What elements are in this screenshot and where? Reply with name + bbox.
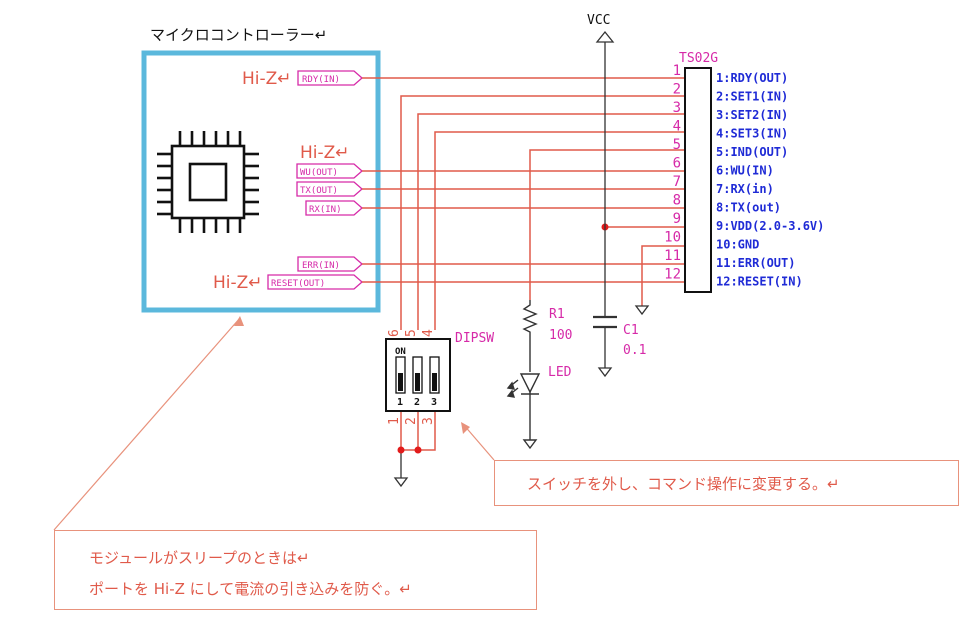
ts02g-pin-number: 1: [673, 63, 681, 79]
dipsw-switch-number: 1: [397, 397, 403, 408]
hiz-label-reset: Hi-Z↵: [213, 273, 263, 293]
ts02g-pin-number: 10: [664, 230, 681, 246]
dipsw-switch-number: 2: [414, 397, 420, 408]
ts02g-pins: 1 1:RDY(OUT) 2 2:SET1(IN) 3 3:SET2(IN) 4 4:SET3…: [664, 63, 824, 289]
r1-resistor: [522, 300, 538, 372]
port-wu: WU(OUT): [296, 163, 363, 179]
ts02g-pin-number: 9: [673, 211, 681, 227]
svg-text:RX(IN): RX(IN): [309, 205, 342, 215]
dipsw-name: DIPSW: [455, 331, 494, 346]
ts02g-pin-label: 4:SET3(IN): [716, 127, 788, 141]
port-reset: RESET(OUT): [267, 274, 363, 290]
mcu-title: マイクロコントローラー↵: [150, 26, 327, 44]
port-rdy: RDY(IN): [297, 70, 363, 86]
led-label: LED: [548, 365, 572, 380]
dipsw-on-label: ON: [395, 347, 406, 357]
svg-text:ERR(IN): ERR(IN): [302, 261, 340, 271]
ts02g-pin-number: 5: [673, 137, 681, 153]
callout-leaders: [53, 316, 495, 531]
ts02g-pin-label: 11:ERR(OUT): [716, 256, 795, 270]
chip-icon: [157, 131, 259, 233]
r1-value: 100: [549, 328, 572, 343]
ts02g-pin-number: 4: [673, 119, 681, 135]
vcc-label: VCC: [587, 13, 610, 28]
c1-name: C1: [623, 323, 639, 338]
ground-symbol: [393, 477, 409, 488]
port-err: ERR(IN): [297, 256, 363, 272]
ts02g-pin-number: 12: [664, 267, 681, 283]
svg-text:RDY(IN): RDY(IN): [302, 75, 340, 85]
ts02g-pin-label: 6:WU(IN): [716, 164, 774, 178]
dipsw-pin-number: 4: [421, 329, 436, 337]
port-rx: RX(IN): [305, 200, 363, 216]
hiz-label-rdy: Hi-Z↵: [242, 69, 292, 89]
dipsw-pin-number: 6: [387, 329, 402, 337]
ts02g-pin-label: 2:SET1(IN): [716, 90, 788, 104]
junction-dot: [414, 446, 422, 454]
svg-text:RESET(OUT): RESET(OUT): [271, 279, 325, 289]
dipsw-pin-number: 2: [404, 417, 419, 425]
svg-text:TX(OUT): TX(OUT): [300, 186, 338, 196]
ts02g-pin-label: 10:GND: [716, 238, 759, 252]
sleep-note-line2: ポートを Hi-Z にして電流の引き込みを防ぐ。↵: [89, 580, 412, 598]
ts02g-body: [684, 67, 712, 293]
led-symbol: [506, 373, 541, 450]
wires: [362, 77, 685, 478]
c1-value: 0.1: [623, 343, 646, 358]
dipsw-pin-number: 5: [404, 329, 419, 337]
ts02g-pin-label: 9:VDD(2.0-3.6V): [716, 219, 824, 233]
ts02g-pin-number: 6: [673, 156, 681, 172]
svg-text:WU(OUT): WU(OUT): [300, 168, 338, 178]
ts02g-pin-number: 2: [673, 82, 681, 98]
sleep-note-line1: モジュールがスリープのときは↵: [89, 549, 310, 567]
ts02g-pin-label: 8:TX(out): [716, 201, 781, 215]
port-tx: TX(OUT): [296, 181, 363, 197]
vcc-rail: [593, 30, 617, 378]
ts02g-pin-number: 8: [673, 193, 681, 209]
ts02g-pin-label: 1:RDY(OUT): [716, 71, 788, 85]
dipsw-pin-number: 1: [387, 417, 402, 425]
ts02g-pin-number: 11: [664, 248, 681, 264]
dipsw-switch-number: 3: [431, 397, 437, 408]
mcu-frame: [141, 50, 381, 313]
dipsw-body: [385, 338, 451, 412]
ts02g-pin-label: 5:IND(OUT): [716, 145, 788, 159]
ts02g-pin-number: 7: [673, 174, 681, 190]
junction-dot: [397, 446, 405, 454]
r1-name: R1: [549, 307, 565, 322]
ts02g-pin-label: 3:SET2(IN): [716, 108, 788, 122]
ts02g-pin-label: 12:RESET(IN): [716, 275, 803, 289]
switch-note-box: スイッチを外し、コマンド操作に変更する。↵: [494, 460, 959, 506]
ts02g-pin-label: 7:RX(in): [716, 182, 774, 196]
hiz-label-wu: Hi-Z↵: [300, 143, 350, 163]
ground-symbol: [634, 305, 650, 316]
switch-note-text: スイッチを外し、コマンド操作に変更する。↵: [527, 475, 840, 493]
ts02g-name: TS02G: [679, 51, 718, 66]
dipsw-pin-number: 3: [421, 417, 436, 425]
sleep-note-box: モジュールがスリープのときは↵ ポートを Hi-Z にして電流の引き込みを防ぐ。…: [54, 530, 537, 610]
ts02g-pin-number: 3: [673, 100, 681, 116]
